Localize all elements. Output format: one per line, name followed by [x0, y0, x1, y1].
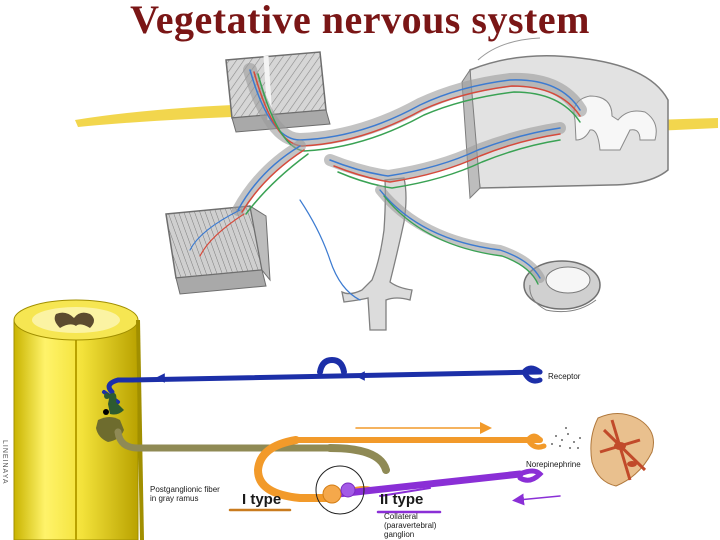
blood-vessel	[341, 177, 413, 331]
nerve-trunks	[189, 63, 587, 301]
norepinephrine-dots	[551, 427, 581, 449]
page-title: Vegetative nervous system	[130, 0, 590, 42]
collateral-ganglion-label: Collateral (paravertebral) ganglion	[384, 512, 437, 539]
lower-tissue-block	[165, 204, 271, 295]
postganglionic-label: Postganglionic fiber in gray ramus	[150, 485, 220, 503]
anatomical-illustration	[165, 37, 669, 331]
postganglionic-fiber	[334, 468, 561, 514]
spinal-cord-section	[461, 37, 669, 200]
gray-ramus	[114, 428, 390, 474]
type-two-label: II type	[380, 491, 424, 508]
effector-cells	[590, 413, 654, 487]
norepinephrine-label: Norepinephrine	[526, 460, 581, 469]
type-one-label: I type	[242, 491, 282, 508]
sensory-fiber	[102, 356, 543, 404]
receptor-label: Receptor	[548, 372, 581, 381]
spinal-cord-cylinder	[13, 299, 144, 540]
collateral-ganglion	[315, 465, 365, 515]
intestine-section	[523, 260, 601, 313]
cord-side-label: LINEINAYA	[1, 440, 8, 485]
reflex-arc-schematic	[13, 299, 654, 540]
